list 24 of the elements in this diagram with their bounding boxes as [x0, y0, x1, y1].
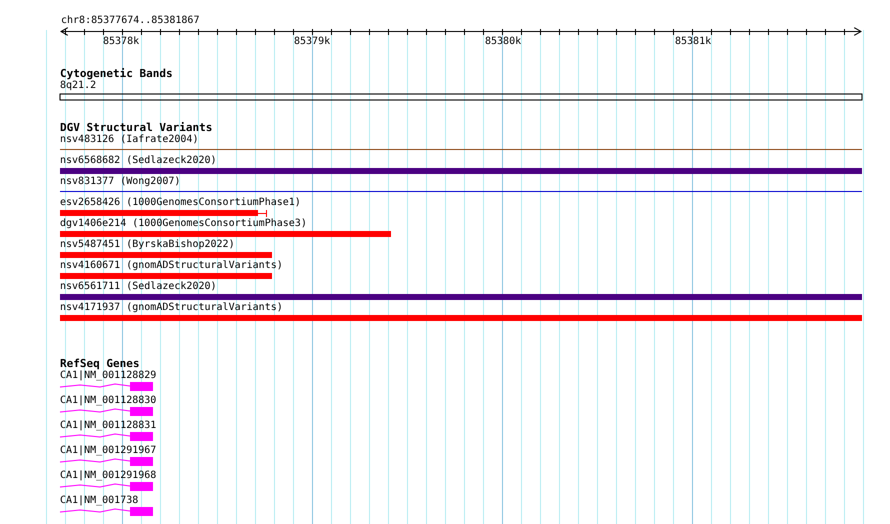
- gene-label: CA1|NM_001291968: [60, 470, 156, 481]
- variant-label: nsv831377 (Wong2007): [60, 176, 180, 187]
- gene-label: CA1|NM_001291967: [60, 445, 156, 456]
- variant-label: dgv1406e214 (1000GenomesConsortiumPhase3): [60, 218, 307, 229]
- track-title: RefSeq Genes: [60, 358, 140, 369]
- gene-label: CA1|NM_001128829: [60, 370, 156, 381]
- track-title: Cytogenetic Bands: [60, 68, 173, 79]
- variant-label: nsv4160671 (gnomADStructuralVariants): [60, 260, 283, 271]
- axis-tick-label: 85378k: [103, 36, 140, 47]
- gene-label: CA1|NM_001128830: [60, 395, 156, 406]
- gene-label: CA1|NM_001738: [60, 495, 138, 506]
- variant-label: nsv5487451 (ByrskaBishop2022): [60, 239, 235, 250]
- axis-tick-label: 85380k: [485, 36, 522, 47]
- variant-label: nsv4171937 (gnomADStructuralVariants): [60, 302, 283, 313]
- variant-label: nsv6561711 (Sedlazeck2020): [60, 281, 217, 292]
- gene-label: CA1|NM_001128831: [60, 420, 156, 431]
- variant-label: nsv6568682 (Sedlazeck2020): [60, 155, 217, 166]
- axis-tick-label: 85381k: [675, 36, 712, 47]
- coordinate-range: chr8:85377674..85381867: [61, 15, 200, 26]
- axis-tick-label: 85379k: [294, 36, 330, 47]
- variant-label: nsv483126 (Iafrate2004): [60, 134, 198, 145]
- track-title: DGV Structural Variants: [60, 122, 212, 133]
- band-label: 8q21.2: [60, 80, 96, 91]
- variant-label: esv2658426 (1000GenomesConsortiumPhase1): [60, 197, 301, 208]
